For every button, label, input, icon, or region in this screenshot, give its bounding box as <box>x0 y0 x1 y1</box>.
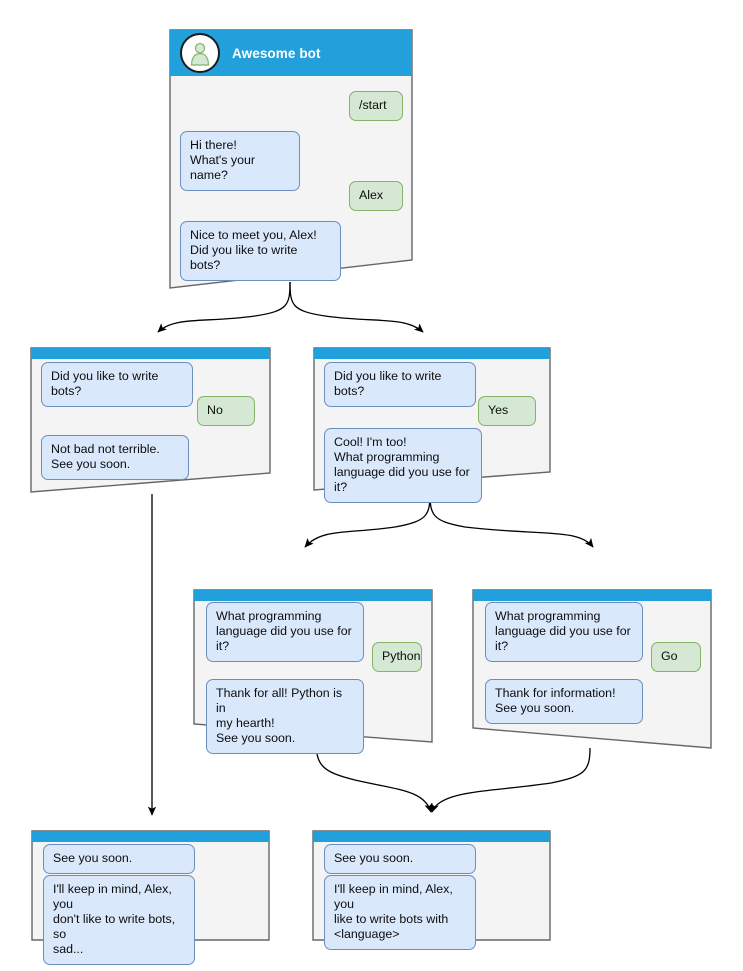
message-bubble-user: /start <box>349 91 403 121</box>
message-bubble-bot: See you soon. <box>43 844 195 874</box>
message-bubble-bot: What programming language did you use fo… <box>485 602 643 662</box>
message-bubble-bot: Not bad not terrible. See you soon. <box>41 435 189 480</box>
card-body: Did you like to write bots? No Not bad n… <box>29 346 272 494</box>
card-body: See you soon. I'll keep in mind, Alex, y… <box>311 829 552 950</box>
message-bubble-bot: I'll keep in mind, Alex, you like to wri… <box>324 875 476 950</box>
card-title: Awesome bot <box>232 45 321 61</box>
message-bubble-bot: Hi there! What's your name? <box>180 131 300 191</box>
card-body: See you soon. I'll keep in mind, Alex, y… <box>30 829 271 965</box>
card-header: Awesome bot <box>170 30 412 76</box>
chat-card-answer-no[interactable]: Did you like to write bots? No Not bad n… <box>29 346 272 494</box>
chat-card-answer-yes[interactable]: Did you like to write bots? Yes Cool! I'… <box>312 346 552 503</box>
chat-card-end-sad[interactable]: See you soon. I'll keep in mind, Alex, y… <box>30 829 271 965</box>
chat-card-end-happy[interactable]: See you soon. I'll keep in mind, Alex, y… <box>311 829 552 950</box>
message-bubble-user: Python <box>372 642 422 672</box>
message-bubble-user: Yes <box>478 396 536 426</box>
chat-card-start[interactable]: Awesome bot /start Hi there! What's your… <box>168 28 414 290</box>
message-bubble-bot: Thank for all! Python is in my hearth! S… <box>206 679 364 754</box>
message-bubble-user: No <box>197 396 255 426</box>
chat-card-answer-python[interactable]: What programming language did you use fo… <box>192 588 434 754</box>
message-bubble-bot: Nice to meet you, Alex! Did you like to … <box>180 221 341 281</box>
card-body: What programming language did you use fo… <box>192 588 434 754</box>
message-bubble-bot: See you soon. <box>324 844 476 874</box>
message-bubble-bot: What programming language did you use fo… <box>206 602 364 662</box>
message-bubble-bot: Cool! I'm too! What programming language… <box>324 428 482 503</box>
message-bubble-bot: I'll keep in mind, Alex, you don't like … <box>43 875 195 965</box>
card-body: What programming language did you use fo… <box>471 588 713 750</box>
card-body: Awesome bot /start Hi there! What's your… <box>168 28 414 290</box>
message-bubble-bot: Thank for information! See you soon. <box>485 679 643 724</box>
edge-go-to-end-happy <box>430 747 591 813</box>
message-bubble-user: Alex <box>349 181 403 211</box>
message-bubble-bot: Did you like to write bots? <box>324 362 476 407</box>
person-avatar-icon <box>180 33 220 73</box>
chat-card-answer-go[interactable]: What programming language did you use fo… <box>471 588 713 750</box>
card-body: Did you like to write bots? Yes Cool! I'… <box>312 346 552 503</box>
message-bubble-user: Go <box>651 642 701 672</box>
message-bubble-bot: Did you like to write bots? <box>41 362 193 407</box>
